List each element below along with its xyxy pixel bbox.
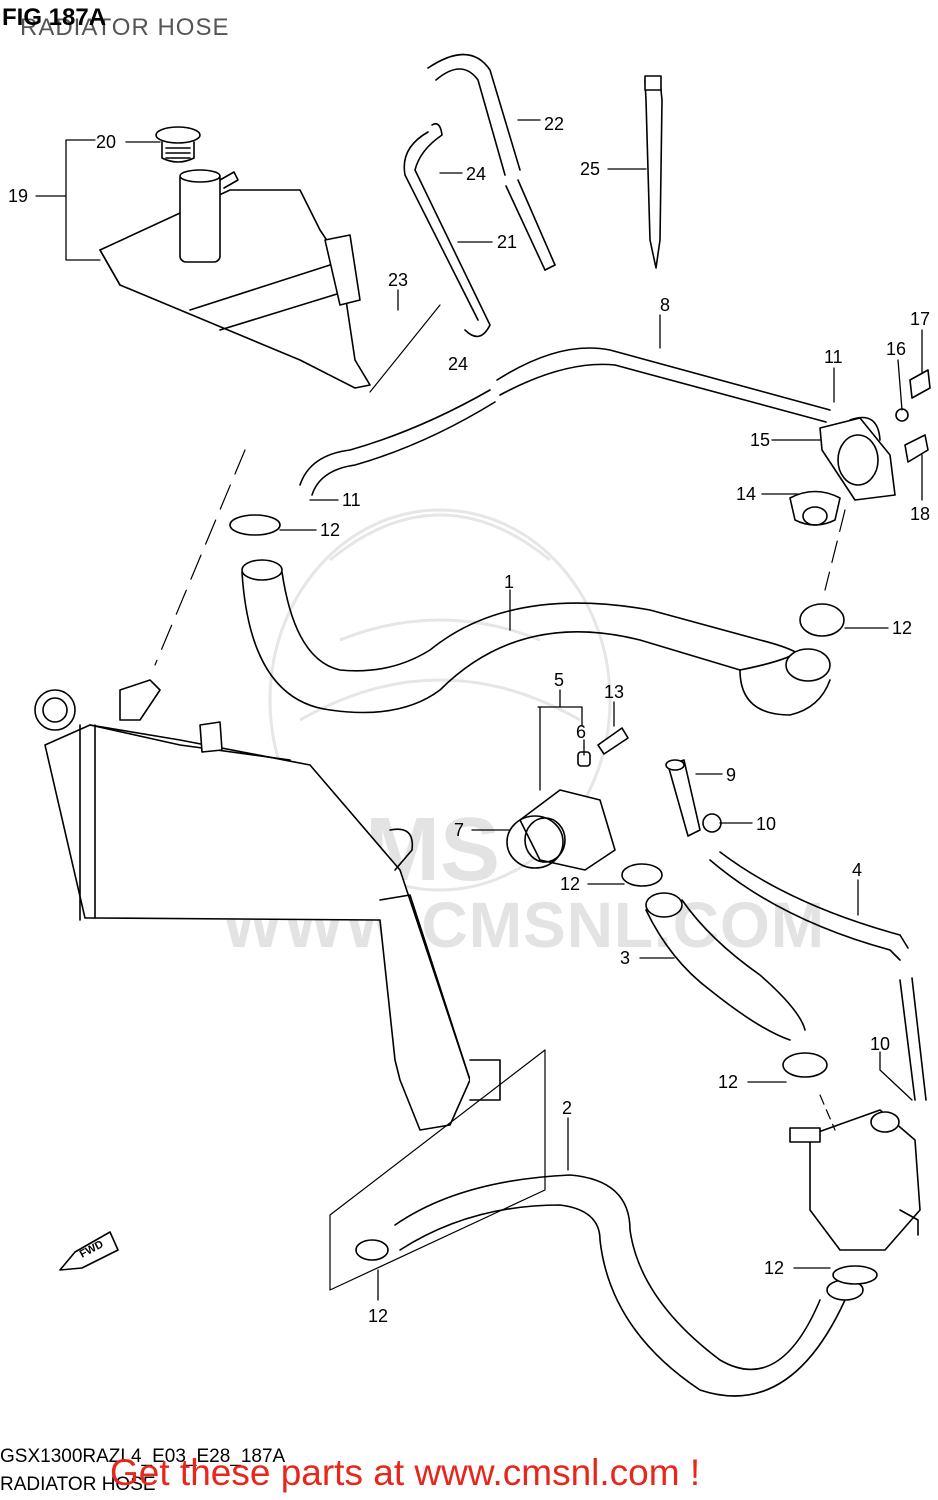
callout-24a: 24 — [466, 164, 486, 184]
figure-label: FIG 187A — [2, 4, 107, 31]
callout-8: 8 — [660, 295, 670, 315]
small-parts-center — [577, 727, 629, 767]
callout-24b: 24 — [448, 354, 468, 374]
callout-17: 17 — [910, 309, 930, 329]
callout-12a: 12 — [320, 520, 340, 540]
thermostat-housing — [819, 416, 896, 501]
callout-22: 22 — [544, 114, 564, 134]
bypass-hose — [709, 851, 927, 1101]
model-code: GSX1300RAZL4_E03_E28_187A — [0, 1446, 286, 1467]
tie-strap — [644, 75, 663, 269]
callout-16: 16 — [886, 339, 906, 359]
reservoir-to-thermostat-hose — [299, 347, 831, 496]
callout-9: 9 — [726, 765, 736, 785]
callout-19: 19 — [8, 186, 28, 206]
thermostat — [789, 490, 841, 526]
callout-12c: 12 — [560, 874, 580, 894]
leader-lines — [35, 119, 923, 1301]
promo-link[interactable]: Get these parts at www.cmsnl.com ! — [110, 1452, 701, 1493]
callout-15: 15 — [750, 430, 770, 450]
radiator — [34, 679, 501, 1131]
callout-18: 18 — [910, 504, 930, 524]
water-pump — [789, 1109, 921, 1251]
callout-1: 1 — [504, 572, 514, 592]
union-pipe — [665, 759, 722, 837]
overflow-hose — [427, 53, 556, 271]
footer-diagram-name: RADIATOR HOSE — [0, 1474, 156, 1495]
lower-radiator-hose — [394, 1174, 864, 1397]
callout-3: 3 — [620, 948, 630, 968]
callout-12d: 12 — [718, 1072, 738, 1092]
callout-7: 7 — [454, 820, 464, 840]
callout-12b: 12 — [892, 618, 912, 638]
callout-10b: 10 — [870, 1034, 890, 1054]
callout-4: 4 — [852, 860, 862, 880]
callout-13: 13 — [604, 682, 624, 702]
callout-20: 20 — [96, 132, 116, 152]
fwd-arrow: FWD — [59, 1231, 119, 1271]
lower-inlet-hose — [645, 892, 806, 1041]
diagram-subtitle: RADIATOR HOSE — [20, 14, 230, 41]
callout-11a: 11 — [824, 347, 843, 367]
callout-23: 23 — [388, 270, 408, 290]
callout-12e: 12 — [764, 1258, 784, 1278]
inlet-cover — [506, 789, 616, 871]
callout-labels: 19 20 22 24 21 25 23 24 8 11 16 17 15 14… — [8, 114, 930, 1326]
callout-2: 2 — [562, 1098, 572, 1118]
reservoir-cap — [155, 126, 201, 163]
callout-14: 14 — [736, 484, 756, 504]
callout-11b: 11 — [342, 490, 361, 510]
callout-21: 21 — [497, 232, 517, 252]
upper-radiator-hose — [241, 559, 831, 716]
callout-10a: 10 — [756, 814, 776, 834]
callout-25: 25 — [580, 159, 600, 179]
hose-clamps — [229, 514, 878, 1285]
breather-hose — [403, 122, 491, 338]
callout-5: 5 — [554, 670, 564, 690]
callout-6: 6 — [576, 722, 586, 742]
reference-lines — [154, 304, 846, 1291]
bolts-upper-right — [895, 369, 931, 463]
reservoir-tank — [99, 169, 371, 389]
callout-12f: 12 — [368, 1306, 388, 1326]
